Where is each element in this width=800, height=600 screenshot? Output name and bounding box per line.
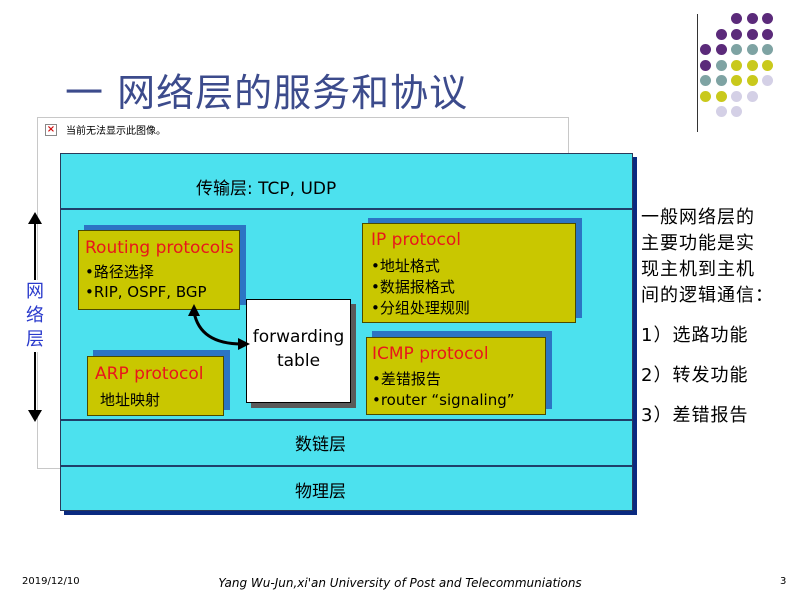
decorative-dot <box>731 106 742 117</box>
decorative-dot <box>700 59 711 71</box>
ip-line: •地址格式 <box>371 257 440 275</box>
function-item: 3）差错报告 <box>641 405 749 426</box>
decorative-dot <box>762 13 773 24</box>
footer-date: 2019/12/10 <box>22 576 80 587</box>
decorative-dot <box>731 59 742 71</box>
decorative-dot <box>715 106 727 117</box>
decorative-dot <box>700 44 711 55</box>
page-number: 3 <box>780 576 787 587</box>
ip-line: •分组处理规则 <box>371 299 470 317</box>
decorative-dot <box>746 75 758 86</box>
curved-double-arrow-icon <box>188 304 250 350</box>
decorative-dot <box>746 90 758 102</box>
decorative-divider <box>697 14 698 132</box>
decorative-dot <box>700 75 711 86</box>
routing-line: •RIP, OSPF, BGP <box>85 283 207 301</box>
decorative-dot <box>762 75 773 86</box>
forwarding-table-label: table <box>276 351 321 371</box>
side-intro-line: 间的逻辑通信： <box>641 285 774 306</box>
side-intro-line: 主要功能是实 <box>641 233 755 254</box>
datalink-layer-label: 数链层 <box>295 435 346 455</box>
routing-line: •路径选择 <box>85 263 154 281</box>
decorative-dot <box>746 28 758 40</box>
transport-layer-label: 传输层: TCP, UDP <box>196 179 337 199</box>
layer-divider <box>61 419 632 421</box>
side-intro-line: 一般网络层的 <box>641 207 755 228</box>
decorative-dot <box>762 28 773 40</box>
decorative-dot <box>715 75 727 86</box>
decorative-dot <box>731 13 742 24</box>
decorative-dot <box>715 28 727 40</box>
decorative-dot <box>731 44 742 55</box>
slide-title: 一 网络层的服务和协议 <box>65 71 469 115</box>
decorative-dot <box>746 44 758 55</box>
routing-protocols-title: Routing protocols <box>85 238 234 258</box>
network-layer-side-label: 网络层 <box>24 280 46 352</box>
broken-image-message: 当前无法显示此图像。 <box>66 126 166 137</box>
decorative-dot <box>715 59 727 71</box>
ip-line: •数据报格式 <box>371 278 455 296</box>
decorative-dot <box>731 75 742 86</box>
physical-layer-label: 物理层 <box>295 482 346 502</box>
function-item: 1）选路功能 <box>641 325 749 346</box>
decorative-dot <box>731 28 742 40</box>
decorative-dot <box>731 90 742 102</box>
icmp-protocol-title: ICMP protocol <box>372 344 489 364</box>
decorative-dot <box>715 44 727 55</box>
layer-divider <box>61 465 632 467</box>
function-item: 2）转发功能 <box>641 365 749 386</box>
decorative-dot <box>762 44 773 55</box>
forwarding-table-label: forwarding <box>252 327 345 347</box>
side-intro-line: 现主机到主机 <box>641 259 755 280</box>
forwarding-table-box <box>246 299 351 403</box>
broken-image-icon: × <box>45 124 57 136</box>
arp-protocol-box: ARP protocol 地址映射 <box>87 356 224 416</box>
decorative-dot <box>746 13 758 24</box>
routing-protocols-box: Routing protocols •路径选择 •RIP, OSPF, BGP <box>78 230 240 310</box>
ip-protocol-title: IP protocol <box>371 230 462 250</box>
layer-divider <box>61 208 632 210</box>
arrow-up-icon <box>28 212 42 224</box>
icmp-protocol-box: ICMP protocol •差错报告 •router “signaling” <box>366 337 546 415</box>
arrow-down-icon <box>28 410 42 422</box>
decorative-dot <box>700 90 711 102</box>
icmp-line: •差错报告 <box>372 370 441 388</box>
decorative-dot <box>746 59 758 71</box>
ip-protocol-box: IP protocol •地址格式 •数据报格式 •分组处理规则 <box>362 223 576 323</box>
icmp-line: •router “signaling” <box>372 391 515 409</box>
footer-text: Yang Wu-Jun,xi'an University of Post and… <box>218 576 582 590</box>
decorative-dot <box>715 90 727 102</box>
arp-protocol-title: ARP protocol <box>95 364 204 384</box>
decorative-dot <box>762 59 773 71</box>
arp-line: 地址映射 <box>100 391 161 409</box>
